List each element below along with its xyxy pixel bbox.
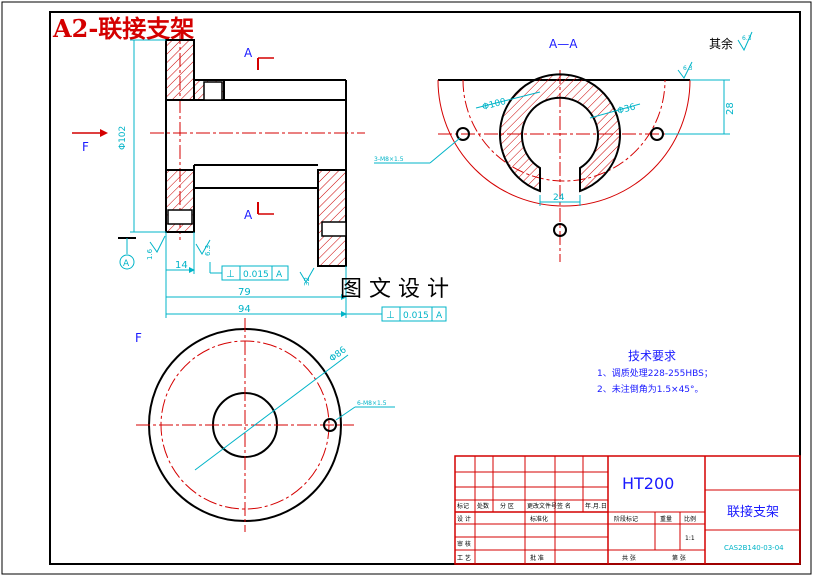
datum-a-label: A	[123, 259, 130, 269]
view-f-label: F	[82, 140, 89, 154]
ra-1: 1.6	[146, 248, 154, 260]
tolerance-frame-1: ⊥ 0.015 A	[209, 262, 289, 281]
holes-6-label: 6-M8×1.5	[357, 400, 387, 407]
tech-item-1: 1、调质处理228-255HBS；	[597, 367, 713, 379]
tb-drawing-no: CAS2B140-03-04	[724, 544, 784, 552]
dim-79: 79	[238, 287, 251, 298]
tb-process: 工 艺	[457, 554, 471, 562]
section-title: A—A	[549, 37, 578, 51]
tb-review: 审 核	[457, 540, 471, 548]
tech-item-2: 2、未注倒角为1.5×45°。	[597, 383, 704, 395]
tb-design: 设 计	[457, 515, 471, 523]
dim-height: Φ102	[118, 126, 128, 150]
title-block	[454, 455, 801, 565]
cut-mark-a-bottom: A	[244, 208, 253, 222]
tolerance-frame-2: ⊥ 0.015 A	[346, 306, 447, 322]
svg-text:A: A	[276, 270, 283, 280]
tb-stage: 阶段标记	[614, 515, 638, 523]
f-view: F Φ86 6-M8×1.5	[135, 318, 395, 532]
roughness-general-value: 6.3	[742, 35, 752, 42]
dim-pcd86: Φ86	[328, 345, 349, 364]
dim-r32: 32	[303, 277, 311, 286]
section-aa-view: A—A Φ100 Φ36 28 24 3-M8×1.5	[374, 31, 753, 262]
inner-border	[49, 11, 801, 565]
title-block-text: 标记 处数 分 区 更改文件号 签 名 年.月.日 设 计 标准化 审 核 工 …	[457, 474, 784, 562]
dim-14: 14	[175, 260, 188, 271]
tech-requirements: 技术要求 1、调质处理228-255HBS； 2、未注倒角为1.5×45°。	[597, 349, 713, 395]
svg-text:0.015: 0.015	[403, 311, 429, 321]
tb-header-mark: 标记	[457, 502, 469, 510]
tb-header-zone: 分 区	[500, 502, 514, 510]
roughness-mark: 6.3	[683, 65, 693, 72]
tb-ratio: 比例	[684, 515, 696, 523]
dim-w24: 24	[553, 193, 565, 203]
holes-3-label: 3-M8×1.5	[374, 156, 404, 163]
tech-title: 技术要求	[628, 349, 676, 363]
tb-part-name: 联接支架	[727, 504, 779, 520]
svg-text:⊥: ⊥	[226, 269, 235, 280]
tb-standard: 标准化	[530, 515, 548, 523]
dim-bore36: Φ36	[616, 102, 637, 117]
watermark: 图 文 设 计	[340, 277, 449, 302]
f-view-label: F	[135, 331, 142, 345]
tb-header-sign: 签 名	[557, 502, 571, 510]
drawing-title: A2-联接支架	[52, 14, 194, 43]
tb-approve: 批 准	[530, 554, 544, 562]
svg-text:0.015: 0.015	[243, 270, 269, 280]
svg-text:A: A	[436, 311, 443, 321]
datum-a-symbol	[119, 254, 135, 270]
tb-header-date: 年.月.日	[585, 502, 607, 510]
tb-material: HT200	[622, 474, 674, 493]
dim-pcd100: Φ100	[481, 97, 507, 113]
tb-sheets: 共 张	[622, 554, 636, 562]
svg-text:⊥: ⊥	[386, 310, 395, 321]
cut-mark-a-top: A	[244, 46, 253, 60]
tb-header-count: 处数	[477, 502, 489, 510]
tb-weight: 重量	[660, 515, 672, 523]
ra-2: 6.3	[204, 245, 212, 256]
dim-h28: 28	[725, 102, 736, 115]
tb-header-doc: 更改文件号	[527, 502, 557, 510]
tb-sheet: 第 张	[672, 554, 686, 562]
roughness-general-label: 其余	[709, 36, 733, 51]
dim-94: 94	[238, 304, 251, 315]
tb-scale: 1:1	[685, 535, 695, 542]
front-view: A A F Φ102 A 1.6 6.3 32 14 79 94	[72, 30, 447, 322]
